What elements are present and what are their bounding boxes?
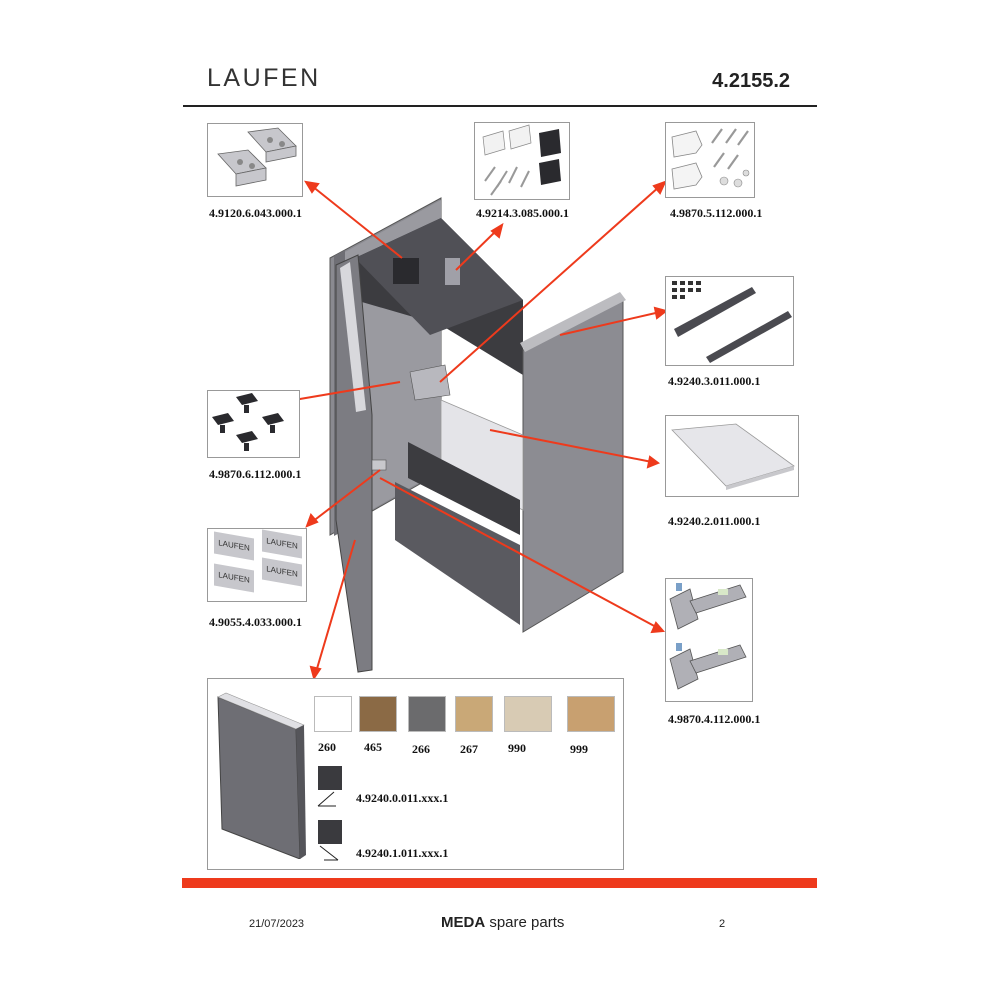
arrow-wall-brackets [439, 185, 661, 383]
part-hinges-image[interactable] [665, 578, 753, 702]
drawer-bottom [395, 482, 520, 625]
part-fixing-set-image[interactable] [474, 122, 570, 200]
color-code-267: 267 [460, 742, 478, 756]
arrow-door [315, 539, 356, 673]
footer-title-bold: MEDA [441, 914, 486, 931]
part-hinge-plates-image[interactable] [207, 123, 303, 197]
document-number: 4.2155.2 [712, 70, 790, 92]
rails-icon [672, 281, 792, 363]
part-number-hinge-plates: 4.9120.6.043.000.1 [209, 206, 302, 220]
arrow-rails [559, 311, 661, 336]
part-number-glass-shelf: 4.9240.2.011.000.1 [668, 514, 761, 528]
color-swatch-999[interactable] [567, 696, 615, 732]
hinge-plate-part [393, 258, 419, 284]
lower-rail [408, 442, 520, 535]
glass-shelf-icon [671, 423, 795, 490]
logo-label-2: LAUFEN [262, 529, 302, 559]
header-rule [183, 105, 817, 107]
color-swatch-990[interactable] [504, 696, 552, 732]
footer-date: 21/07/2023 [249, 918, 305, 930]
part-logo-labels-image[interactable]: LAUFEN LAUFEN LAUFEN LAUFEN [207, 528, 307, 602]
color-code-999: 999 [570, 742, 588, 756]
color-swatch-465[interactable] [359, 696, 397, 732]
arrow-hinge-plates [311, 185, 403, 259]
arrow-hinges [379, 477, 659, 629]
door-panel-icon [217, 692, 306, 859]
left-door-icon [317, 766, 342, 807]
part-rails-image[interactable] [665, 276, 794, 366]
arrow-shelf-connectors [293, 381, 401, 401]
color-swatch-266[interactable] [408, 696, 446, 732]
hinge-part [371, 459, 387, 471]
footer-page-number: 2 [719, 918, 726, 930]
part-number-fixing-set: 4.9214.3.085.000.1 [476, 206, 569, 220]
color-code-266: 266 [412, 742, 430, 756]
footer-title-rest: spare parts [485, 914, 565, 931]
color-code-990: 990 [508, 741, 526, 755]
part-number-wall-brackets: 4.9870.5.112.000.1 [670, 206, 763, 220]
color-swatch-267[interactable] [455, 696, 493, 732]
right-door-part-number: 4.9240.1.011.xxx.1 [356, 846, 449, 860]
logo-label-3: LAUFEN [214, 563, 254, 593]
shelf-connectors-icon [212, 393, 284, 451]
logo-label-1: LAUFEN [214, 531, 254, 561]
logo-label-4: LAUFEN [262, 557, 302, 587]
hinge-plates-icon [217, 127, 297, 187]
part-glass-shelf-image[interactable] [665, 415, 799, 497]
color-code-465: 465 [364, 740, 382, 754]
bracket-part [409, 364, 451, 401]
fixing-set-icon [482, 124, 561, 196]
footer-red-bar [182, 878, 817, 888]
color-code-260: 260 [318, 740, 336, 754]
right-side-top-edge [520, 292, 626, 352]
part-number-logo-labels: 4.9055.4.033.000.1 [209, 615, 302, 629]
part-number-shelf-connectors: 4.9870.6.112.000.1 [209, 467, 302, 481]
wall-brackets-icon [671, 128, 750, 190]
part-shelf-connectors-image[interactable] [207, 390, 300, 458]
arrow-glass-shelf [489, 429, 653, 463]
fixing-part [445, 258, 460, 285]
arrow-logo-labels [311, 469, 381, 523]
color-swatch-260[interactable] [314, 696, 352, 732]
footer-title: MEDA spare parts [441, 914, 564, 931]
part-wall-brackets-image[interactable] [665, 122, 755, 198]
hinges-icon [669, 583, 747, 690]
cabinet-door [335, 254, 373, 673]
glass-shelf [440, 399, 524, 511]
door-handle-edge [340, 262, 366, 412]
brand-logo: LAUFEN [207, 64, 321, 92]
arrow-fixing-set [455, 229, 498, 271]
part-number-rails: 4.9240.3.011.000.1 [668, 374, 761, 388]
left-door-part-number: 4.9240.0.011.xxx.1 [356, 791, 449, 805]
right-door-icon [318, 820, 342, 861]
part-number-hinges: 4.9870.4.112.000.1 [668, 712, 761, 726]
